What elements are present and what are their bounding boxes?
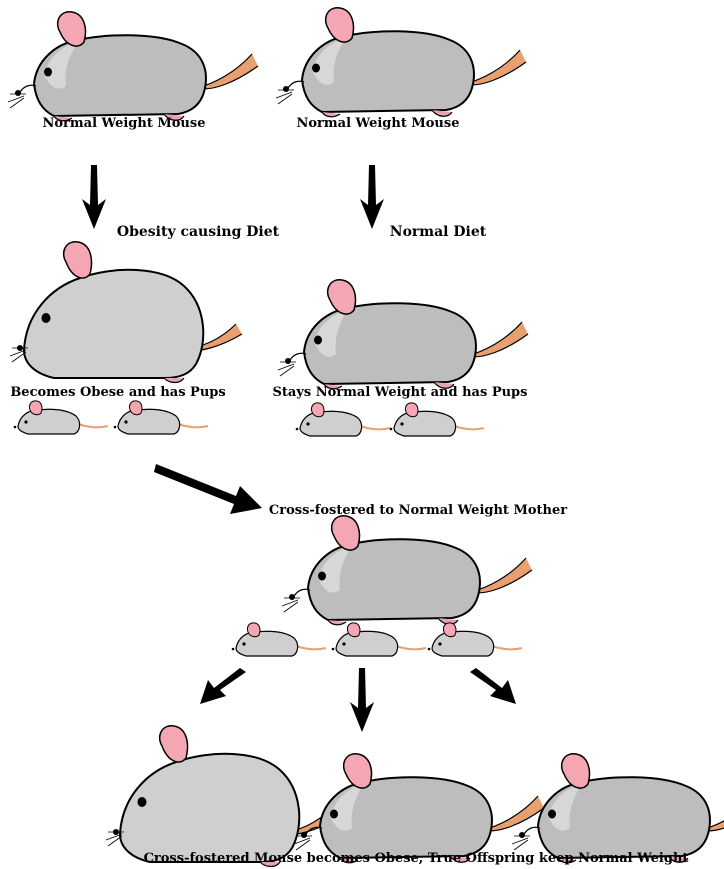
label-mid-right: Stays Normal Weight and has Pups — [273, 385, 528, 400]
mouse-top-left — [8, 12, 258, 121]
arrow-branch-center — [350, 668, 374, 732]
label-cross-foster: Cross-fostered to Normal Weight Mother — [269, 503, 567, 518]
label-bottom: Cross-fostered Mouse becomes Obese, True… — [144, 851, 689, 866]
arrow-diet-left — [82, 165, 106, 229]
mouse-obese-mother — [10, 242, 242, 383]
arrow-branch-right — [470, 668, 516, 704]
pup-obese-litter-2 — [114, 401, 208, 434]
mouse-top-right — [276, 8, 526, 117]
mouse-foster-mother — [282, 516, 532, 625]
pup-offspring-1 — [332, 623, 426, 656]
label-diet-left: Obesity causing Diet — [117, 224, 280, 240]
mouse-normal-mother — [278, 280, 528, 389]
pup-normal-litter-1 — [296, 403, 390, 436]
arrow-diet-right — [360, 165, 384, 229]
label-diet-right: Normal Diet — [390, 224, 487, 240]
pup-offspring-2 — [428, 623, 522, 656]
label-top-right: Normal Weight Mouse — [297, 116, 460, 131]
label-mid-left: Becomes Obese and has Pups — [10, 385, 225, 400]
pup-fostered — [232, 623, 326, 656]
arrow-cross-foster — [154, 464, 262, 514]
label-top-left: Normal Weight Mouse — [43, 116, 206, 131]
pup-obese-litter-1 — [14, 401, 108, 434]
mouse-fostered-obese — [106, 726, 338, 867]
arrow-branch-left — [200, 668, 246, 704]
mouse-offspring-normal-1 — [294, 754, 544, 863]
pup-normal-litter-2 — [390, 403, 484, 436]
mouse-offspring-normal-2 — [512, 754, 724, 863]
